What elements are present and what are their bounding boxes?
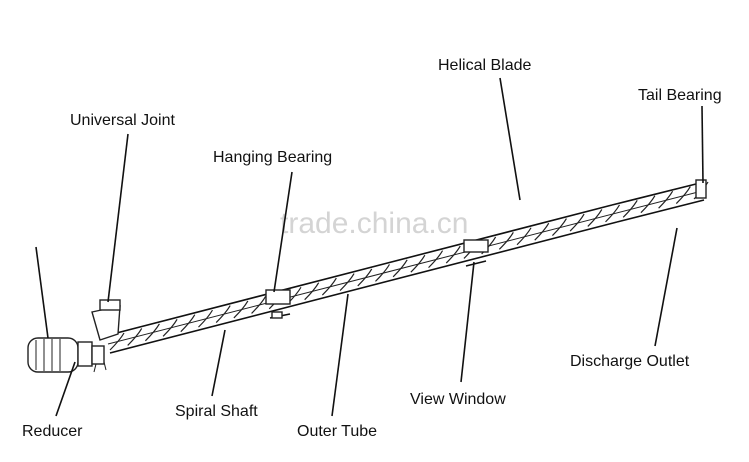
blade-flight <box>587 209 603 227</box>
label-tail-bearing: Tail Bearing <box>638 87 722 104</box>
hanging-bearing <box>265 289 291 319</box>
leader-lines <box>35 77 704 417</box>
tail-bearing <box>695 179 707 199</box>
blade-flight <box>304 282 320 301</box>
blade-flight <box>321 277 337 296</box>
blade-flight <box>251 296 267 314</box>
blade-flight <box>622 200 638 218</box>
blade-flight <box>180 314 196 333</box>
blade-flight <box>375 264 390 282</box>
reducer-motor <box>27 337 107 373</box>
blade-flight <box>516 227 532 246</box>
label-hanging-bearing: Hanging Bearing <box>213 149 332 166</box>
view-window <box>463 239 489 267</box>
blade-flight <box>198 309 214 328</box>
blade-flight <box>605 204 621 223</box>
blade-flight <box>534 222 550 241</box>
blade-flight <box>127 328 143 346</box>
blade-flight <box>498 232 514 250</box>
label-spiral-shaft: Spiral Shaft <box>175 403 258 420</box>
blade-flight <box>109 332 125 351</box>
label-reducer: Reducer <box>22 423 83 440</box>
helical-blade <box>109 181 709 351</box>
blade-flight <box>215 305 231 323</box>
label-view-window: View Window <box>410 391 506 408</box>
blade-flight <box>569 213 585 232</box>
blade-flight <box>144 323 160 342</box>
blade-flight <box>445 245 461 264</box>
label-universal-joint: Universal Joint <box>70 112 175 129</box>
blade-flight <box>675 186 691 205</box>
blade-flight <box>339 273 355 291</box>
outer-tube <box>104 182 705 354</box>
label-discharge-outlet: Discharge Outlet <box>570 353 690 370</box>
blade-flight <box>428 250 444 269</box>
blade-flight <box>162 318 178 337</box>
blade-flight <box>357 268 373 287</box>
blade-flight <box>410 254 426 273</box>
blade-flight <box>658 190 674 209</box>
label-outer-tube: Outer Tube <box>297 423 377 440</box>
feed-inlet <box>91 299 121 341</box>
blade-flight <box>640 195 656 214</box>
blade-flight <box>233 300 249 319</box>
watermark-text: trade.china.cn <box>280 207 468 240</box>
blade-flight <box>551 218 567 237</box>
blade-flight <box>392 259 408 278</box>
label-helical-blade: Helical Blade <box>438 57 531 74</box>
